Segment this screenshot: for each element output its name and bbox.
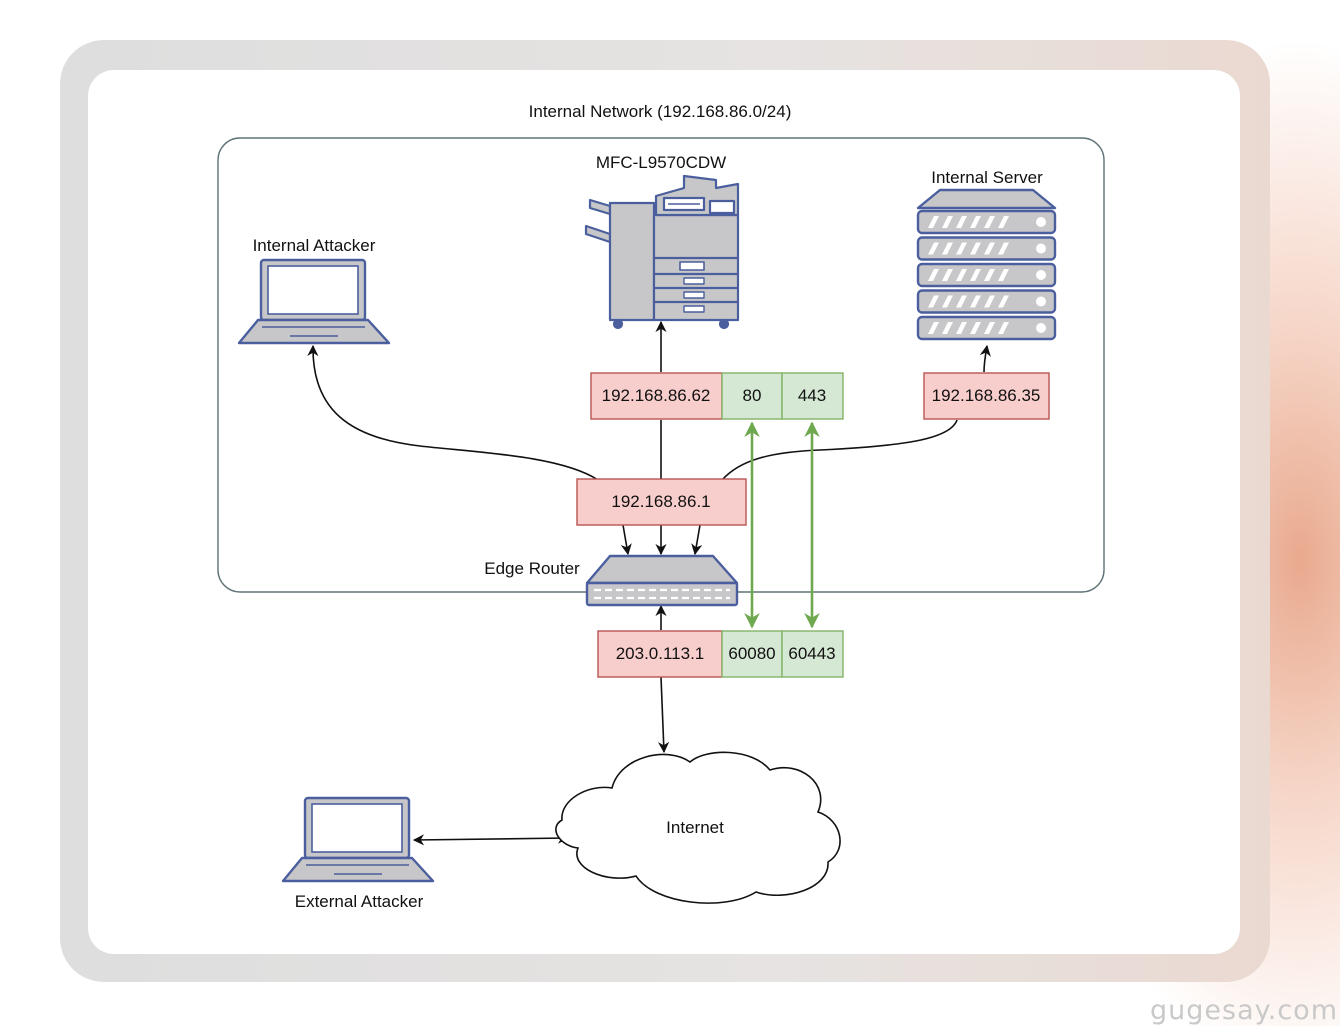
router-lan-ip-cell: [576, 478, 747, 526]
internal-network-title: Internal Network (192.168.86.0/24): [529, 102, 792, 121]
server-icon: [916, 188, 1057, 341]
router-wan-ip-cell: [597, 630, 723, 678]
internet-label: Internet: [666, 818, 724, 837]
server-unit: [916, 209, 1057, 235]
printer-port-80-cell: [721, 372, 783, 420]
printer-label: MFC-L9570CDW: [596, 153, 726, 172]
printer-icon: [584, 174, 740, 330]
server-unit: [916, 262, 1057, 288]
printer-port-443-cell: [781, 372, 844, 420]
wan-port-60080-cell: [721, 630, 783, 678]
wan-port-60443-text: 60443: [788, 644, 835, 663]
laptop-icon: [281, 796, 435, 883]
router-wan-ip-text: 203.0.113.1: [616, 644, 705, 663]
internal-attacker-label: Internal Attacker: [253, 236, 376, 255]
printer-ip-cell: [590, 372, 723, 420]
server-unit: [916, 289, 1057, 314]
connector-to-server: [979, 344, 991, 373]
connector-to-server-ip: [721, 419, 958, 481]
external-attacker-label: External Attacker: [295, 892, 424, 911]
connector-router-arrow-right: [691, 524, 703, 556]
connector-to-internal-attacker: [307, 344, 599, 481]
printer-ip-text: 192.168.86.62: [602, 386, 711, 405]
connector-wan-to-internet: [658, 676, 670, 754]
watermark: gugesay.com: [1150, 995, 1338, 1026]
switch-icon: [585, 554, 739, 607]
printer-port-80-text: 80: [743, 386, 762, 405]
server-unit: [916, 236, 1057, 261]
port-forward-arrows: [744, 421, 820, 629]
wan-port-60443-cell: [781, 630, 844, 678]
printer-port-443-text: 443: [798, 386, 826, 405]
internal-server-label: Internal Server: [931, 168, 1043, 187]
cloud-icon: [555, 751, 841, 904]
server-unit: [916, 315, 1057, 341]
router-lan-ip-text: 192.168.86.1: [611, 492, 710, 511]
connector-internet-external-attacker: [412, 832, 570, 846]
connectors: [307, 320, 991, 846]
wan-port-60080-text: 60080: [728, 644, 775, 663]
server-ip-cell: [923, 372, 1050, 420]
connector-router-arrow-left: [620, 524, 632, 556]
edge-router-label: Edge Router: [484, 559, 580, 578]
laptop-icon: [237, 258, 391, 345]
server-ip-text: 192.168.86.35: [932, 386, 1041, 405]
